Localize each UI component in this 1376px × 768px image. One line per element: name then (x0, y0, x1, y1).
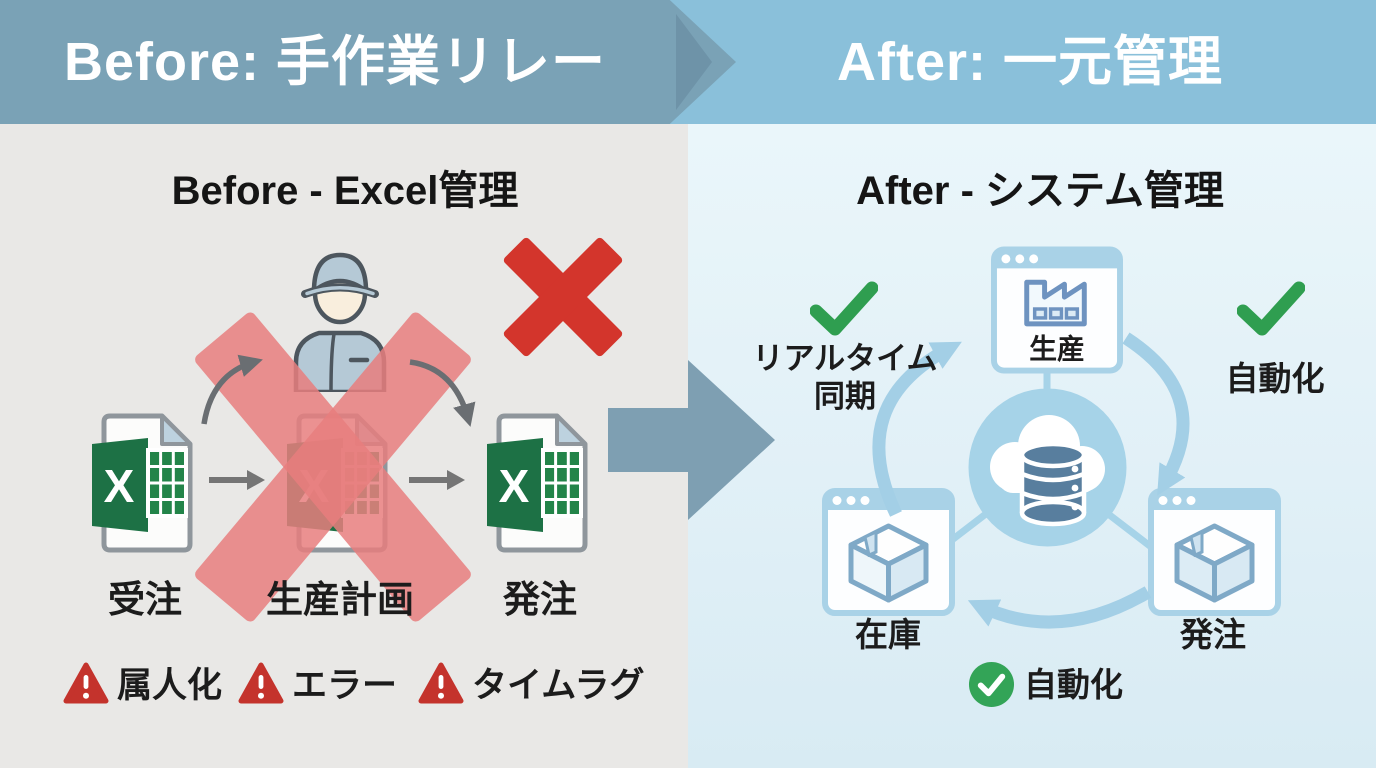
before-panel-title: Before - Excel管理 (171, 169, 519, 213)
issue-label: 属人化 (117, 666, 223, 705)
module-label: 発注 (1180, 616, 1246, 653)
module-label: 在庫 (855, 616, 921, 653)
check-icon (810, 281, 878, 336)
issue-label: エラー (292, 666, 398, 705)
excel-file-icon: X (92, 413, 193, 553)
warning-icon (63, 662, 109, 704)
benefit-realtime-line1: リアルタイム (752, 341, 938, 376)
warning-icon (418, 662, 464, 704)
excel-letter: X (104, 460, 135, 512)
excel-letter: X (499, 460, 530, 512)
factory-icon (1024, 279, 1087, 327)
arrow-right-icon (209, 470, 265, 490)
browser-window-ordering (1148, 488, 1281, 616)
circle-check-icon (968, 661, 1015, 708)
transition-arrow-icon (608, 360, 775, 520)
check-icon (1237, 281, 1305, 336)
browser-window-inventory (822, 488, 955, 616)
benefit-realtime-line2: 同期 (814, 379, 876, 414)
module-label: 生産 (1029, 334, 1085, 365)
benefit-realtime-sync: リアルタイム 同期 (725, 340, 965, 416)
header-before-banner (0, 0, 736, 124)
arrow-right-icon (409, 470, 465, 490)
browser-window-production: 生産 (991, 246, 1123, 374)
file-label: 発注 (503, 579, 577, 620)
arrow-curve-down-icon (409, 359, 476, 427)
cloud-database-icon (968, 388, 1127, 547)
warning-icon (238, 662, 284, 704)
benefit-automation-bottom: 自動化 (1024, 666, 1123, 703)
arrow-curve-up-icon (201, 354, 263, 425)
database-icon (1019, 441, 1087, 527)
header-after-title: After: 一元管理 (837, 32, 1223, 92)
benefit-automation-right: 自動化 (1225, 360, 1325, 397)
header-before-title: Before: 手作業リレー (63, 32, 607, 92)
file-label: 受注 (108, 579, 182, 620)
box-icon (848, 523, 929, 603)
issue-label: タイムラグ (472, 666, 645, 705)
box-icon (1174, 523, 1255, 603)
file-label: 生産計画 (266, 579, 414, 620)
after-panel-title: After - システム管理 (856, 169, 1224, 213)
excel-file-icon: X (487, 413, 588, 553)
